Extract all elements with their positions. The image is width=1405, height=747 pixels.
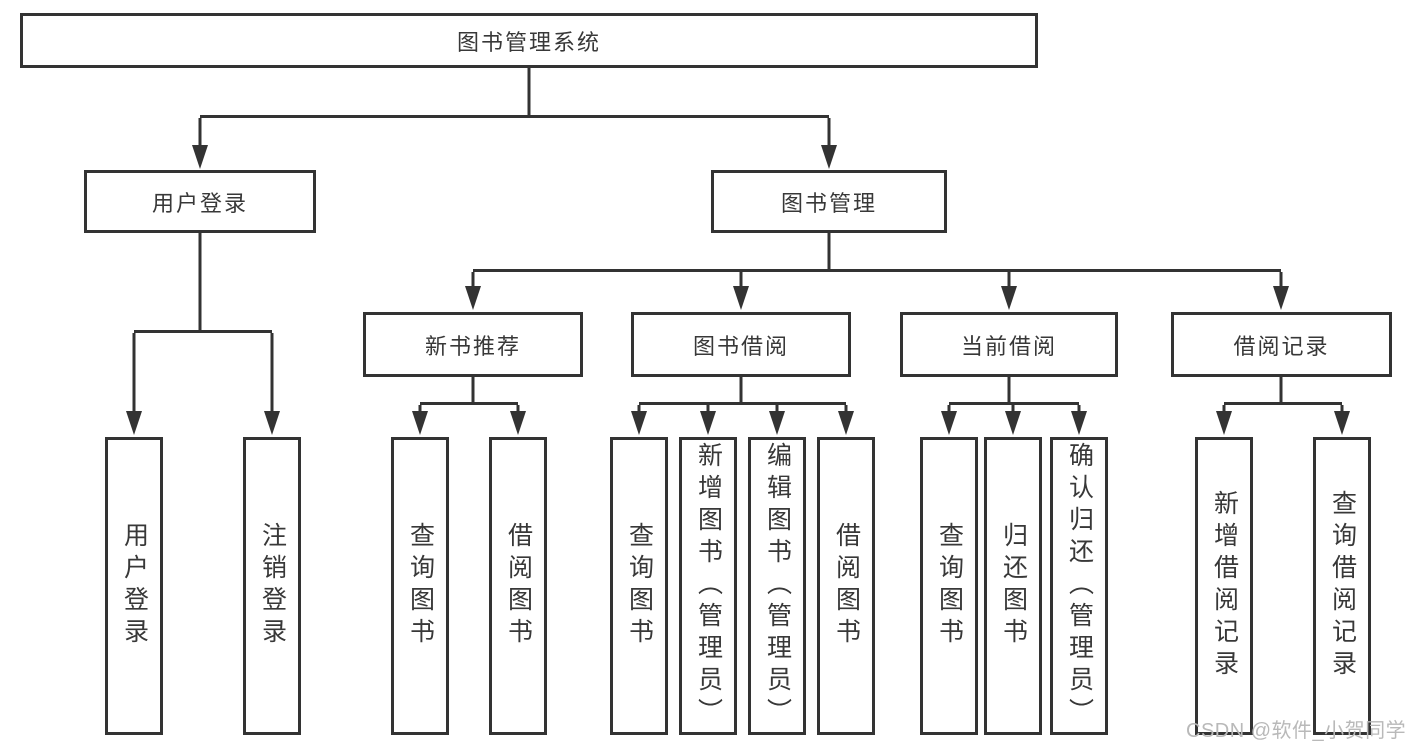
leaf-confirm-return-admin: 确认归还（管理员） <box>1050 437 1108 735</box>
leaf-borrow-books-1: 借阅图书 <box>489 437 547 735</box>
csdn-watermark: CSDN @软件_小贺同学 <box>1186 720 1405 742</box>
leaf-add-borrow-record: 新增借阅记录 <box>1195 437 1253 735</box>
connector-new-book-branch <box>412 377 526 435</box>
node-root-system: 图书管理系统 <box>20 13 1038 68</box>
node-book-mgmt: 图书管理 <box>711 170 947 233</box>
connector-book-borrow-branch <box>631 377 854 435</box>
leaf-edit-books-admin: 编辑图书（管理员） <box>748 437 806 735</box>
node-user-login: 用户登录 <box>84 170 316 233</box>
leaf-user-login: 用户登录 <box>105 437 163 735</box>
node-borrow-record: 借阅记录 <box>1171 312 1392 377</box>
node-new-book-recommend: 新书推荐 <box>363 312 583 377</box>
leaf-borrow-books-2: 借阅图书 <box>817 437 875 735</box>
connector-borrow-record-branch <box>1216 377 1350 435</box>
leaf-return-books: 归还图书 <box>984 437 1042 735</box>
connector-user-login-branch <box>126 233 280 435</box>
node-book-borrow: 图书借阅 <box>631 312 851 377</box>
leaf-query-borrow-record: 查询借阅记录 <box>1313 437 1371 735</box>
node-current-borrow: 当前借阅 <box>900 312 1118 377</box>
leaf-query-books-3: 查询图书 <box>920 437 978 735</box>
connector-current-borrow-branch <box>941 377 1087 435</box>
leaf-logout: 注销登录 <box>243 437 301 735</box>
connector-root-to-level2 <box>192 68 837 169</box>
leaf-query-books-2: 查询图书 <box>610 437 668 735</box>
leaf-add-books-admin: 新增图书（管理员） <box>679 437 737 735</box>
connector-book-mgmt-to-level3 <box>465 233 1289 310</box>
leaf-query-books-1: 查询图书 <box>391 437 449 735</box>
